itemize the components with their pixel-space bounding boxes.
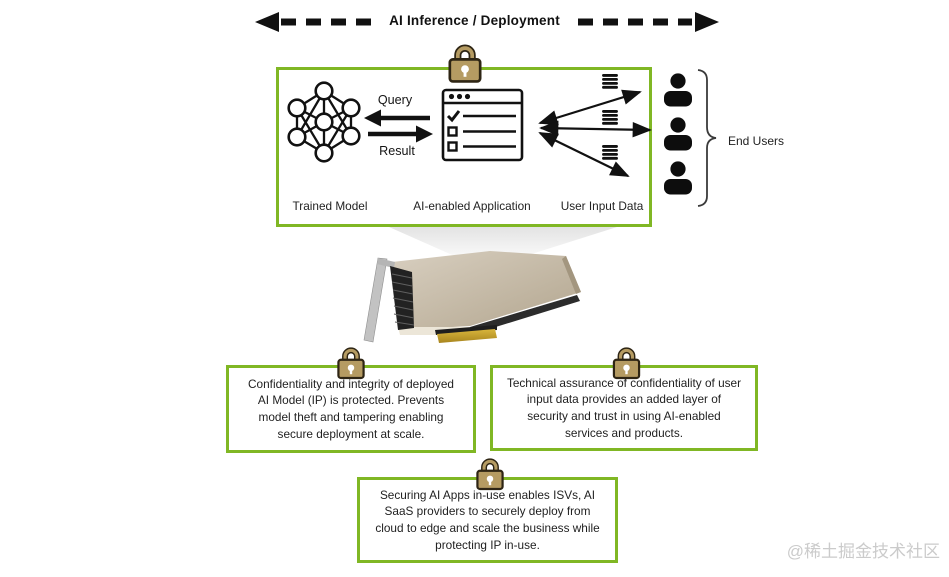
user-input-label: User Input Data	[560, 199, 644, 213]
callout-apps-in-use: Securing AI Apps in-use enables ISVs, AI…	[357, 477, 618, 563]
funnel-shape	[389, 227, 617, 258]
result-label: Result	[379, 144, 415, 158]
gpu-card-image	[363, 251, 581, 343]
callout-model-protection: Confidentiality and integrity of deploye…	[226, 365, 476, 453]
callout-model-protection-text: Confidentiality and integrity of deploye…	[248, 376, 454, 441]
watermark: @稀土掘金技术社区	[786, 542, 940, 561]
callout-user-data-assurance: Technical assurance of confidentiality o…	[490, 365, 758, 451]
brace-icon	[697, 69, 717, 207]
application-label: AI-enabled Application	[413, 199, 531, 213]
user-icon	[664, 161, 692, 195]
callout-apps-in-use-text: Securing AI Apps in-use enables ISVs, AI…	[375, 487, 600, 552]
diagram-title: AI Inference / Deployment	[389, 13, 560, 28]
user-icon	[664, 73, 692, 107]
user-icon	[664, 117, 692, 151]
trained-model-label: Trained Model	[292, 199, 368, 213]
callout-user-data-assurance-text: Technical assurance of confidentiality o…	[506, 375, 742, 440]
query-label: Query	[377, 93, 413, 107]
end-users-label: End Users	[728, 134, 785, 148]
end-users-group	[664, 69, 717, 207]
